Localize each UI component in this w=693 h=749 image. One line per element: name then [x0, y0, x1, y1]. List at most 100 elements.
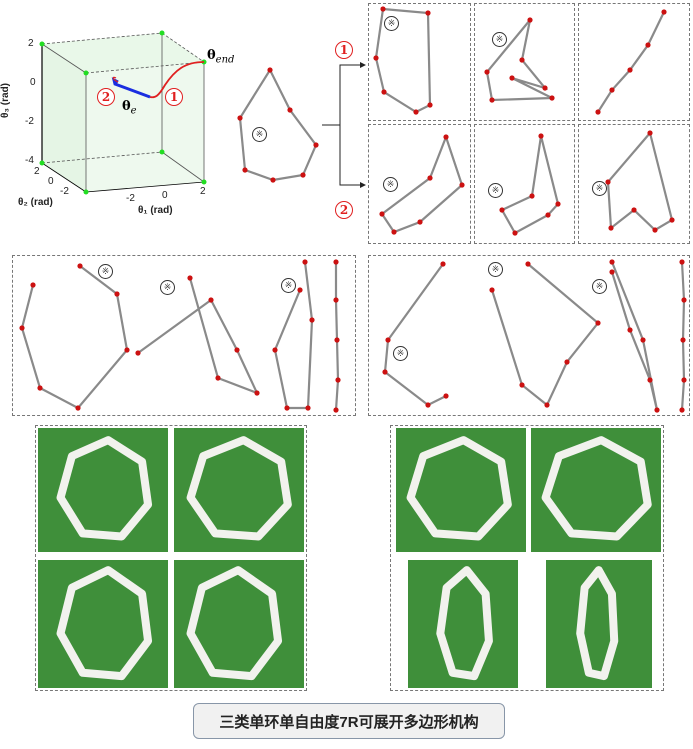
revolute-joint: [373, 55, 379, 61]
revolute-joint: [609, 259, 615, 265]
revolute-joint: [287, 107, 293, 113]
revolute-joint: [681, 377, 687, 383]
reference-link-marker: ※: [160, 280, 175, 295]
revolute-joint: [595, 320, 601, 326]
prototype-linkage: [406, 436, 512, 541]
revolute-joint: [661, 9, 667, 15]
revolute-joint: [647, 130, 653, 136]
path-2-label: 2: [97, 88, 115, 106]
panel-sequence-right: [368, 255, 690, 416]
y-tick: 2: [34, 166, 40, 177]
mechanism-link: [490, 263, 600, 407]
revolute-joint: [527, 17, 533, 23]
revolute-joint: [443, 134, 449, 140]
revolute-joint: [519, 382, 525, 388]
revolute-joint: [608, 225, 614, 231]
revolute-joint: [525, 261, 531, 267]
revolute-joint: [538, 133, 544, 139]
prototype-linkage: [186, 436, 292, 541]
revolute-joint: [654, 407, 660, 413]
revolute-joint: [215, 375, 221, 381]
revolute-joint: [595, 109, 601, 115]
mechanism-link: [334, 262, 340, 411]
reference-link-marker: ※: [281, 278, 296, 293]
revolute-joint: [427, 175, 433, 181]
revolute-joint: [631, 207, 637, 213]
revolute-joint: [334, 337, 340, 343]
reference-link-marker: ※: [393, 346, 408, 361]
x-tick: -2: [126, 193, 135, 204]
mechanism-link: [137, 277, 260, 396]
panel-sequence-left: [12, 255, 356, 416]
mechanism-link: [610, 261, 659, 411]
branch-1-label: 1: [335, 41, 353, 59]
mechanism-link: [606, 132, 674, 232]
revolute-joint: [208, 297, 214, 303]
prototype-linkage: [436, 566, 493, 681]
revolute-joint: [679, 259, 685, 265]
revolute-joint: [380, 6, 386, 12]
revolute-joint: [519, 57, 525, 63]
y-tick: 0: [48, 176, 54, 187]
revolute-joint: [512, 230, 518, 236]
mechanism-link: [597, 11, 665, 113]
revolute-joint: [242, 167, 248, 173]
revolute-joint: [680, 337, 686, 343]
revolute-joint: [284, 405, 290, 411]
revolute-joint: [489, 97, 495, 103]
revolute-joint: [609, 269, 615, 275]
revolute-joint: [385, 337, 391, 343]
prototype-photo: [546, 560, 652, 688]
reference-link-marker: ※: [592, 181, 607, 196]
prototype-linkage: [56, 436, 153, 541]
revolute-joint: [529, 193, 535, 199]
revolute-joint: [669, 217, 675, 223]
revolute-joint: [272, 347, 278, 353]
z-tick: -4: [25, 155, 34, 166]
revolute-joint: [555, 201, 561, 207]
revolute-joint: [679, 407, 685, 413]
reference-link-marker: ※: [492, 32, 507, 47]
theta-end-label: θend: [207, 48, 235, 66]
revolute-joint: [19, 325, 25, 331]
revolute-joint: [381, 89, 387, 95]
revolute-joint: [114, 291, 120, 297]
reference-link-marker: ※: [383, 177, 398, 192]
reference-link-marker: ※: [384, 16, 399, 31]
revolute-joint: [254, 390, 260, 396]
revolute-joint: [382, 369, 388, 375]
revolute-joint: [647, 377, 653, 383]
revolute-joint: [417, 219, 423, 225]
revolute-joint: [75, 405, 81, 411]
revolute-joint: [427, 102, 433, 108]
prototype-linkage: [56, 566, 153, 681]
revolute-joint: [379, 211, 385, 217]
revolute-joint: [640, 337, 646, 343]
mechanism-link: [273, 261, 314, 410]
mechanism-link: [485, 19, 553, 102]
revolute-joint: [30, 282, 36, 288]
x-axis-label: θ₁ (rad): [138, 205, 173, 216]
revolute-joint: [297, 287, 303, 293]
revolute-joint: [489, 287, 495, 293]
revolute-joint: [499, 207, 505, 213]
panel-branch1-a: [368, 3, 471, 121]
photo-group-right: [390, 425, 664, 691]
revolute-joint: [267, 67, 273, 73]
revolute-joint: [545, 212, 551, 218]
revolute-joint: [645, 42, 651, 48]
revolute-joint: [270, 177, 276, 183]
revolute-joint: [413, 109, 419, 115]
panel-branch1-b: [474, 3, 575, 121]
revolute-joint: [37, 385, 43, 391]
path-1: [149, 61, 205, 99]
panel-branch1-c: [578, 3, 690, 121]
revolute-joint: [237, 115, 243, 121]
configuration-space-plot: 2 0 -2 -4 2 0 -2 -2 0 2 θ₁ (rad) θ₂ (rad…: [0, 0, 240, 230]
revolute-joint: [484, 69, 490, 75]
mechanism-link: [680, 261, 686, 411]
panel-branch2-b: [474, 124, 575, 244]
revolute-joint: [609, 87, 615, 93]
